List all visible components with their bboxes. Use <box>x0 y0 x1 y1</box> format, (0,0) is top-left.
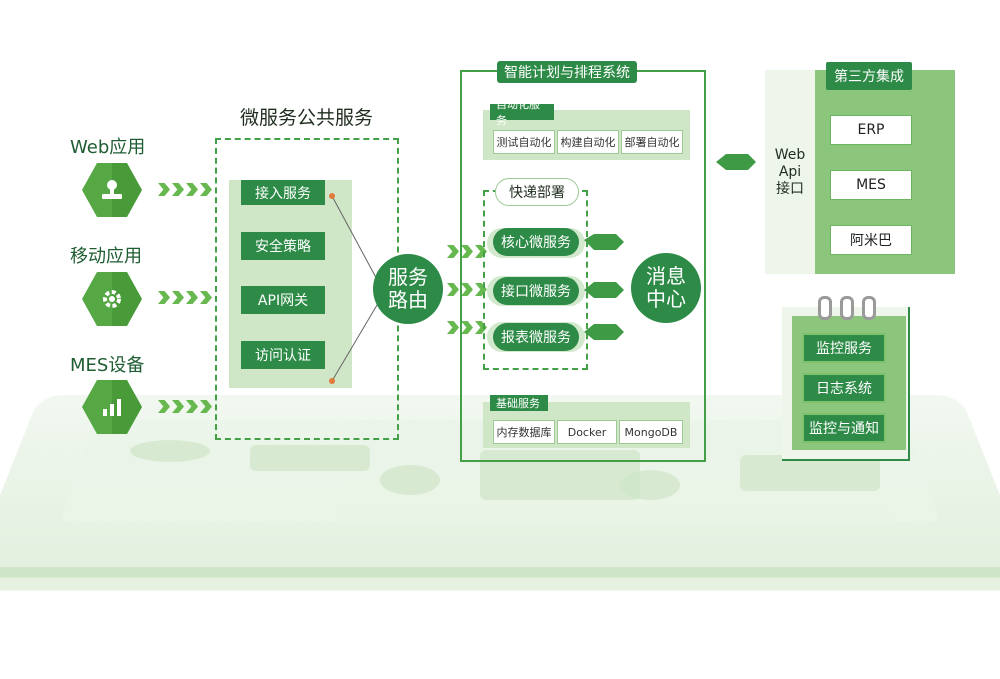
router-line2: 路由 <box>388 289 428 312</box>
monitor-notify-button[interactable]: 监控与通知 <box>802 413 886 443</box>
binder-ring <box>818 296 832 320</box>
webapi-label: Web Api 接口 <box>772 147 808 198</box>
third-party-title: 第三方集成 <box>826 62 912 90</box>
deploy-label: 快递部署 <box>495 178 579 206</box>
service-router-circle[interactable]: 服务路由 <box>373 254 443 324</box>
binder-ring <box>862 296 876 320</box>
message-line1: 消息 <box>646 265 686 288</box>
core-microservice-pill[interactable]: 核心微服务 <box>493 228 579 256</box>
deploy-automation-box[interactable]: 部署自动化 <box>621 130 683 154</box>
log-system-button[interactable]: 日志系统 <box>802 373 886 403</box>
binder-ring <box>840 296 854 320</box>
test-automation-box[interactable]: 测试自动化 <box>493 130 555 154</box>
double-arrow-webapi <box>714 153 758 171</box>
system-title: 智能计划与排程系统 <box>497 61 637 83</box>
interface-microservice-pill[interactable]: 接口微服务 <box>493 277 579 305</box>
webapi-line2: Api <box>772 164 808 181</box>
monitor-service-button[interactable]: 监控服务 <box>802 333 886 363</box>
erp-button[interactable]: ERP <box>830 115 912 145</box>
webapi-line3: 接口 <box>772 181 808 198</box>
mongodb-box[interactable]: MongoDB <box>619 420 683 444</box>
automation-tag: 自动化服务 <box>490 104 554 120</box>
memory-db-box[interactable]: 内存数据库 <box>493 420 555 444</box>
base-tag: 基础服务 <box>490 395 548 411</box>
message-center-circle[interactable]: 消息中心 <box>631 253 701 323</box>
mes-button[interactable]: MES <box>830 170 912 200</box>
report-microservice-pill[interactable]: 报表微服务 <box>493 323 579 351</box>
message-line2: 中心 <box>646 288 686 311</box>
build-automation-box[interactable]: 构建自动化 <box>557 130 619 154</box>
router-line1: 服务 <box>388 266 428 289</box>
amoeba-button[interactable]: 阿米巴 <box>830 225 912 255</box>
double-arrows <box>580 232 626 352</box>
docker-box[interactable]: Docker <box>557 420 617 444</box>
webapi-line1: Web <box>772 147 808 164</box>
